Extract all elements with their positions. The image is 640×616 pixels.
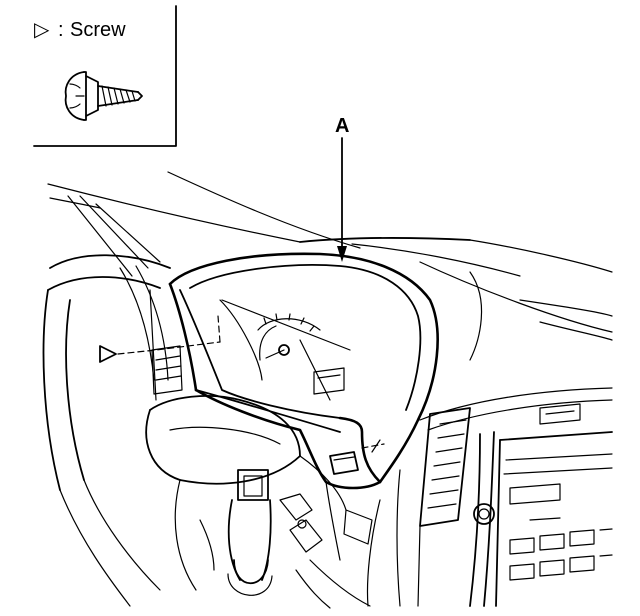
screw-icon bbox=[64, 71, 143, 121]
steering-wheel bbox=[42, 254, 183, 607]
legend-box: ▷ : Screw bbox=[33, 5, 177, 147]
instrument-panel-hood bbox=[168, 252, 439, 490]
callout-a: A bbox=[335, 115, 349, 262]
steering-column bbox=[145, 395, 371, 609]
center-console bbox=[366, 387, 613, 607]
screw-location-triangle-marker-icon bbox=[99, 345, 117, 363]
gauge-cluster bbox=[219, 299, 351, 401]
screw-location bbox=[99, 315, 221, 363]
callout-arrowhead-icon bbox=[337, 246, 347, 262]
lower-dash-details bbox=[174, 455, 373, 591]
legend-triangle-marker-icon: ▷ bbox=[34, 19, 50, 41]
legend-label: Screw bbox=[70, 19, 126, 41]
legend-separator: : bbox=[58, 19, 64, 41]
callout-a-label: A bbox=[335, 115, 349, 137]
dashboard-upper-lines bbox=[47, 171, 613, 361]
